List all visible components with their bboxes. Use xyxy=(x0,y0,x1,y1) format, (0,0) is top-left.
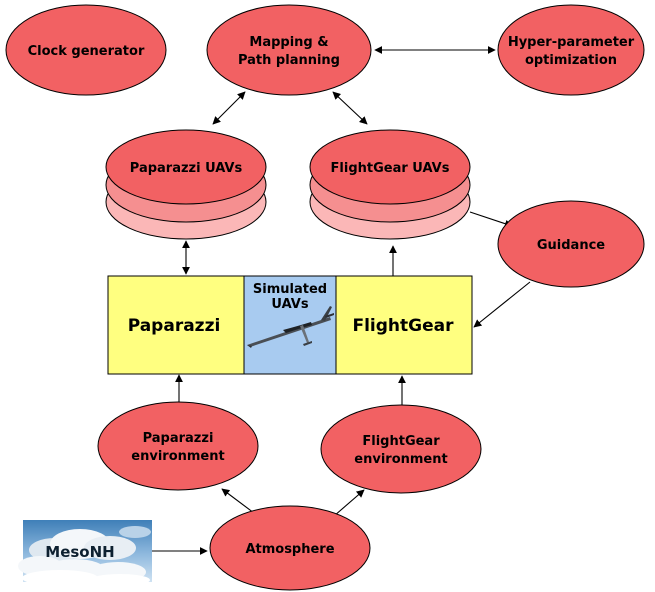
simulated-label-line1: Simulated xyxy=(253,282,327,297)
flightgear-env-label-line1: FlightGear xyxy=(362,434,440,449)
node-flightgear-uavs: FlightGear UAVs xyxy=(309,129,471,240)
simulator-box: Paparazzi Simulated UAVs FlightGear xyxy=(107,275,473,375)
node-paparazzi-uavs: Paparazzi UAVs xyxy=(105,129,267,240)
atmosphere-label: Atmosphere xyxy=(245,542,334,557)
mesonh-image: MesoNH xyxy=(18,520,152,586)
paparazzi-env-label-line2: environment xyxy=(131,449,224,464)
edge-mapping-paparazzi-uavs xyxy=(212,91,246,125)
clock-generator-label: Clock generator xyxy=(28,44,145,59)
paparazzi-uavs-label: Paparazzi UAVs xyxy=(130,161,243,176)
node-flightgear-environment: FlightGear environment xyxy=(320,404,482,494)
paparazzi-box xyxy=(107,275,245,375)
edges xyxy=(152,46,531,555)
simulated-label-line2: UAVs xyxy=(271,297,308,312)
mesonh-label: MesoNH xyxy=(45,543,114,561)
flightgear-box xyxy=(335,275,473,375)
hyper-label-line2: optimization xyxy=(525,53,617,68)
node-paparazzi-environment: Paparazzi environment xyxy=(97,401,259,491)
edge-mapping-flightgear-uavs xyxy=(332,91,368,125)
paparazzi-box-label: Paparazzi xyxy=(128,316,221,336)
mapping-label-line2: Path planning xyxy=(238,53,340,68)
node-hyper-parameter-optimization: Hyper-parameter optimization xyxy=(497,4,645,96)
flightgear-box-label: FlightGear xyxy=(352,316,454,336)
node-clock-generator: Clock generator xyxy=(5,4,167,96)
simulated-uavs-box xyxy=(243,275,337,375)
paparazzi-env-label-line1: Paparazzi xyxy=(143,431,214,446)
cloud-shapes xyxy=(18,526,151,586)
edge-flightgear-uavs-guidance xyxy=(469,211,513,228)
mapping-label-line1: Mapping & xyxy=(249,35,328,50)
glider-icon xyxy=(247,306,334,348)
guidance-label: Guidance xyxy=(537,238,605,253)
node-mapping-path-planning: Mapping & Path planning xyxy=(206,4,372,96)
node-atmosphere: Atmosphere xyxy=(209,505,371,591)
flightgear-uavs-label: FlightGear UAVs xyxy=(331,161,450,176)
edge-guidance-box xyxy=(473,281,531,328)
edge-atmosphere-flightgear-env xyxy=(333,489,365,517)
node-guidance: Guidance xyxy=(497,200,645,288)
flightgear-env-label-line2: environment xyxy=(354,452,447,467)
hyper-label-line1: Hyper-parameter xyxy=(508,35,635,50)
